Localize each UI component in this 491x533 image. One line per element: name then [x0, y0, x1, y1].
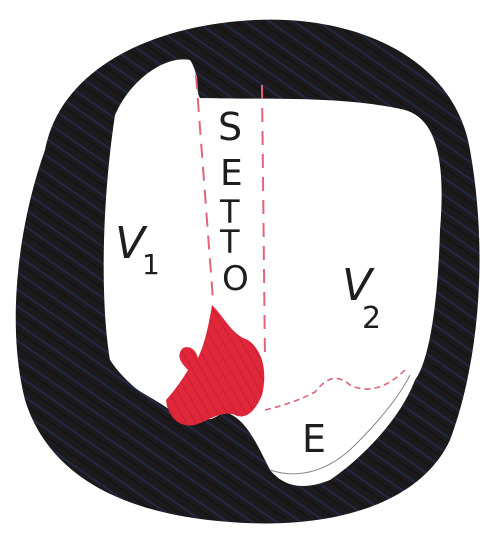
septum-letter-s: S — [218, 105, 242, 149]
septum-letter-e: E — [220, 153, 243, 194]
septum-letter-t2: T — [219, 223, 240, 261]
septum-letter-o: O — [222, 259, 249, 299]
chamber-e-outline — [265, 370, 405, 410]
label-v2-subscript: 2 — [362, 301, 381, 336]
septum-right-line — [262, 85, 265, 360]
label-e: E — [302, 417, 326, 461]
label-v1-subscript: 1 — [142, 248, 160, 281]
red-area — [166, 305, 264, 426]
septum-left-line — [196, 75, 213, 300]
